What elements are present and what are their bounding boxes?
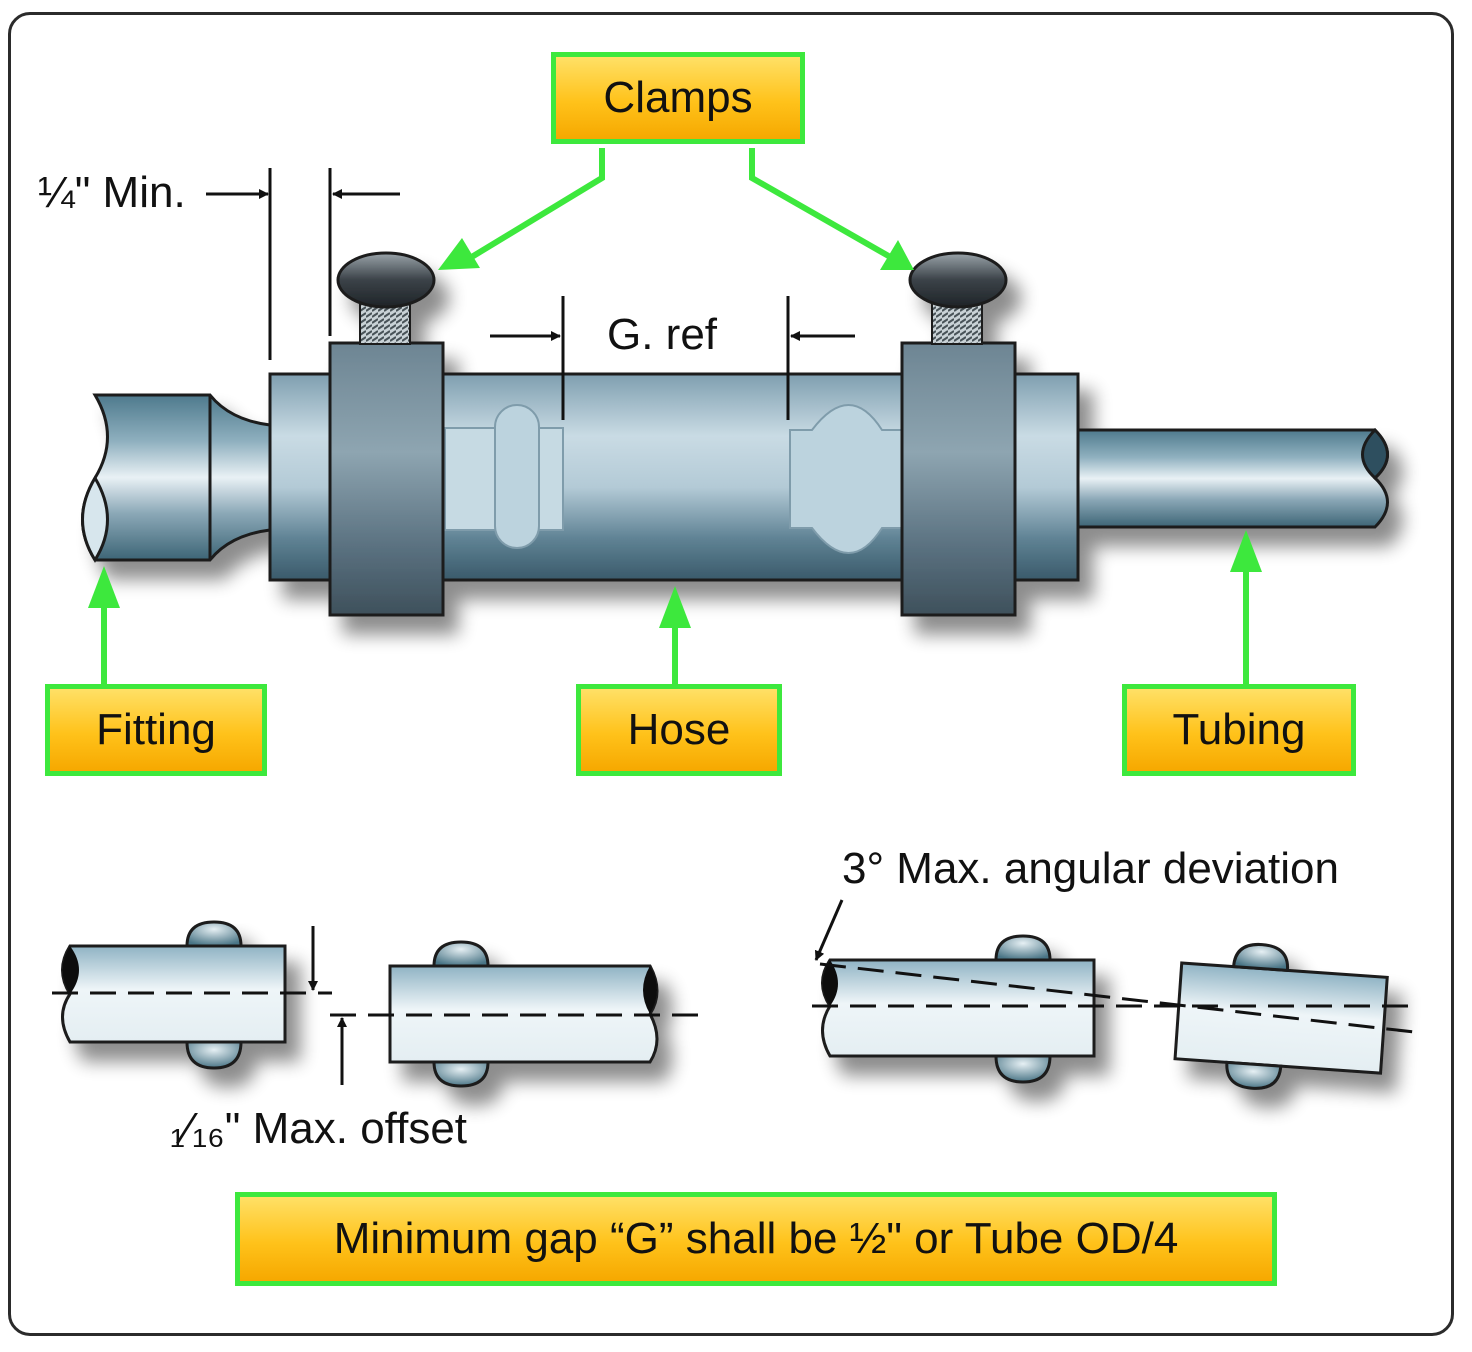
diagram-frame [8,12,1454,1336]
fitting-body [81,393,272,562]
tube-bead-left [494,404,540,549]
callout-note: Minimum gap “G” shall be ½" or Tube OD/4 [235,1192,1277,1286]
callout-fitting: Fitting [45,684,267,776]
label-max-offset: ₁⁄₁₆" Max. offset [170,1104,468,1153]
arrowhead-clamp-right [880,240,914,270]
arrowhead-hose [659,586,691,628]
callout-clamps: Clamps [551,52,805,144]
tubing-end-cut [1361,427,1389,481]
clamp-band-right [900,341,1017,617]
angular-detail [821,934,1389,1090]
label-quarter-min: ¼" Min. [38,168,186,217]
clamp-band-left [328,341,445,617]
callout-arrows [101,148,1249,685]
clamp-screw-right [908,251,1008,309]
tubing-body [1073,428,1389,529]
fitting-end-cut [81,475,109,563]
clamp-screw-left [336,251,436,309]
arrowhead-tubing [1230,530,1262,572]
offset-detail [61,920,659,1088]
label-angular-deviation: 3° Max. angular deviation [842,844,1339,893]
callout-hose: Hose [576,684,782,776]
arrowhead-clamp-left [438,238,480,270]
callout-tubing: Tubing [1122,684,1356,776]
arrowhead-fitting [88,566,120,608]
label-gap-ref: G. ref [607,310,718,359]
angular-tube-left [821,958,1096,1058]
hose-assembly [81,251,1389,617]
